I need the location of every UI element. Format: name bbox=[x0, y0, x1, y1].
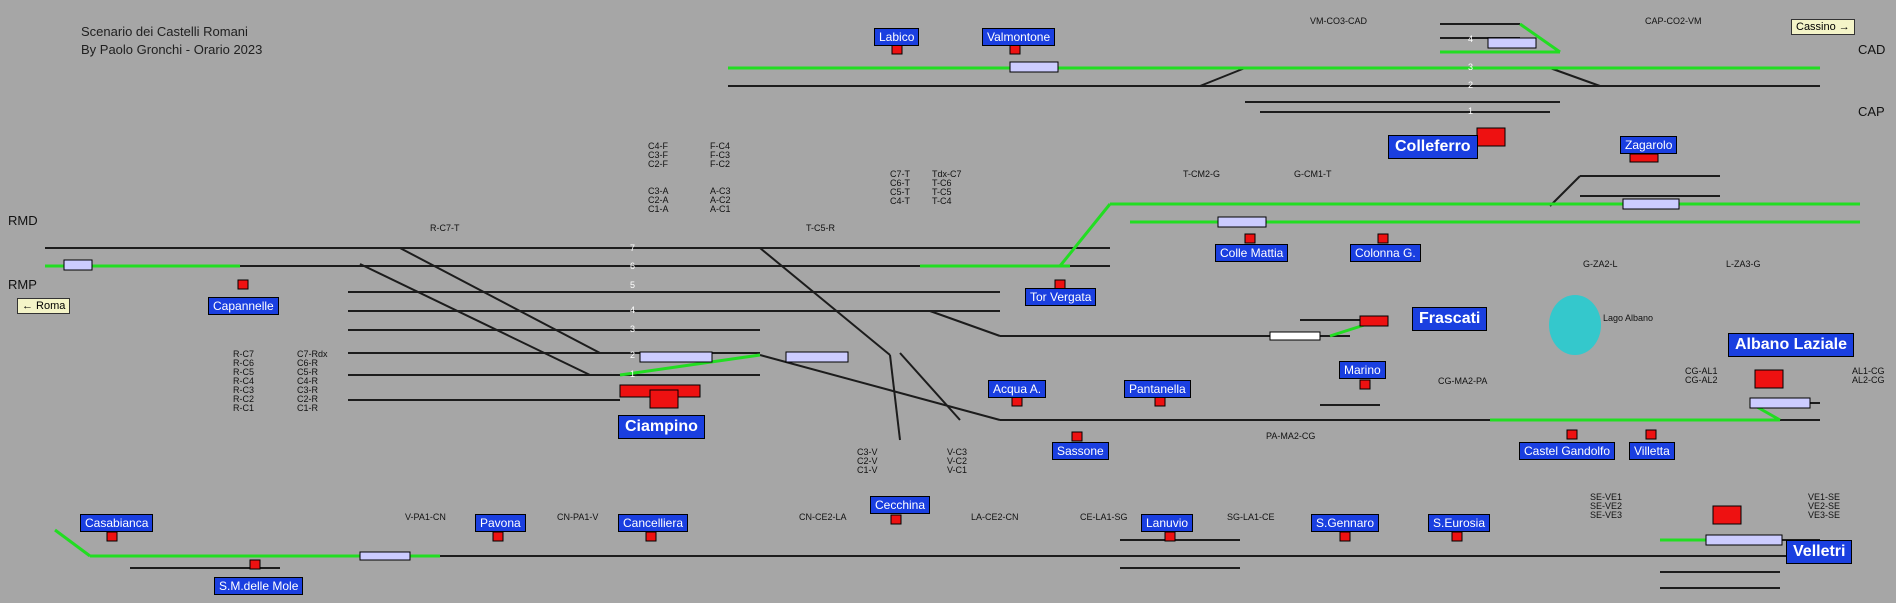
station-lanuvio[interactable]: Lanuvio bbox=[1141, 514, 1194, 532]
station-colle-mattia[interactable]: Colle Mattia bbox=[1215, 244, 1289, 262]
station-cancelliera[interactable]: Cancelliera bbox=[618, 514, 689, 532]
scenario-title-line1: Scenario dei Castelli Romani bbox=[81, 24, 248, 39]
cassino-button[interactable]: Cassino → bbox=[1791, 19, 1855, 35]
station-velletri[interactable]: Velletri bbox=[1786, 540, 1853, 564]
station-castel-gandolfo[interactable]: Castel Gandolfo bbox=[1519, 442, 1616, 460]
station-ciampino[interactable]: Ciampino bbox=[618, 415, 705, 439]
track-network bbox=[45, 23, 1820, 589]
route-cap-co2-vm[interactable]: CAP-CO2-VM bbox=[1645, 16, 1702, 26]
station-colleferro[interactable]: Colleferro bbox=[1388, 135, 1478, 159]
station-pavona[interactable]: Pavona bbox=[475, 514, 526, 532]
label-cad: CAD bbox=[1858, 42, 1886, 57]
station-labico[interactable]: Labico bbox=[874, 28, 920, 46]
track-number: 5 bbox=[630, 280, 636, 290]
station-acqua-a[interactable]: Acqua A. bbox=[988, 380, 1047, 398]
station-pantanella[interactable]: Pantanella bbox=[1124, 380, 1191, 398]
route-vm-co3-cad[interactable]: VM-CO3-CAD bbox=[1310, 16, 1368, 26]
route-l-za3-g[interactable]: L-ZA3-G bbox=[1726, 259, 1761, 269]
track-number: 7 bbox=[630, 243, 636, 253]
station-valmontone[interactable]: Valmontone bbox=[982, 28, 1056, 46]
station-villetta[interactable]: Villetta bbox=[1629, 442, 1675, 460]
station-cecchina[interactable]: Cecchina bbox=[870, 496, 931, 514]
scenario-title-line2: By Paolo Gronchi - Orario 2023 bbox=[81, 42, 263, 57]
station-casabianca[interactable]: Casabianca bbox=[80, 514, 154, 532]
route-la-ce2-cn[interactable]: LA-CE2-CN bbox=[971, 512, 1019, 522]
colleferro-track-number: 1 bbox=[1468, 106, 1474, 116]
route-g-cm1-t[interactable]: G-CM1-T bbox=[1294, 169, 1332, 179]
roma-button[interactable]: ← Roma bbox=[17, 298, 71, 314]
route-sg-la1-ce[interactable]: SG-LA1-CE bbox=[1227, 512, 1275, 522]
station-albano-laziale[interactable]: Albano Laziale bbox=[1728, 333, 1855, 357]
station-marino[interactable]: Marino bbox=[1339, 361, 1386, 379]
label-rmp: RMP bbox=[8, 277, 37, 292]
station-sm-delle-mole[interactable]: S.M.delle Mole bbox=[214, 577, 304, 595]
route-cn-pa1-v[interactable]: CN-PA1-V bbox=[557, 512, 599, 522]
route-ce-la1-sg[interactable]: CE-LA1-SG bbox=[1080, 512, 1128, 522]
colleferro-track-number: 3 bbox=[1468, 62, 1474, 72]
station-frascati[interactable]: Frascati bbox=[1412, 307, 1488, 331]
route-t-cm2-g[interactable]: T-CM2-G bbox=[1183, 169, 1220, 179]
track-number: 3 bbox=[630, 324, 636, 334]
track-number: 6 bbox=[630, 261, 636, 271]
platform-blocks bbox=[106, 44, 1784, 570]
station-colonna[interactable]: Colonna G. bbox=[1350, 244, 1421, 262]
route-g-za2-l[interactable]: G-ZA2-L bbox=[1583, 259, 1618, 269]
trains bbox=[63, 37, 1811, 561]
lake-shape bbox=[1549, 295, 1601, 355]
colleferro-track-number: 4 bbox=[1468, 34, 1474, 44]
scenario-title: Scenario dei Castelli Romani By Paolo Gr… bbox=[81, 23, 262, 59]
route-t-c5-r[interactable]: T-C5-R bbox=[806, 223, 835, 233]
station-zagarolo[interactable]: Zagarolo bbox=[1620, 136, 1678, 154]
station-sassone[interactable]: Sassone bbox=[1052, 442, 1109, 460]
station-s-eurosia[interactable]: S.Eurosia bbox=[1428, 514, 1491, 532]
track-number: 1 bbox=[630, 369, 636, 379]
route-pa-ma2-cg[interactable]: PA-MA2-CG bbox=[1266, 431, 1316, 441]
label-cap: CAP bbox=[1858, 104, 1885, 119]
active-route bbox=[45, 22, 1860, 558]
track-number: 4 bbox=[630, 305, 636, 315]
route-r-c7-t[interactable]: R-C7-T bbox=[430, 223, 460, 233]
label-rmd: RMD bbox=[8, 213, 38, 228]
route-cg-ma2-pa[interactable]: CG-MA2-PA bbox=[1438, 376, 1488, 386]
station-capannelle[interactable]: Capannelle bbox=[208, 297, 279, 315]
route-v-pa1-cn[interactable]: V-PA1-CN bbox=[405, 512, 446, 522]
station-tor-vergata[interactable]: Tor Vergata bbox=[1025, 288, 1097, 306]
station-s-gennaro[interactable]: S.Gennaro bbox=[1311, 514, 1380, 532]
route-cn-ce2-la[interactable]: CN-CE2-LA bbox=[799, 512, 847, 522]
track-number: 2 bbox=[630, 350, 636, 360]
colleferro-track-number: 2 bbox=[1468, 80, 1474, 90]
lake-label: Lago Albano bbox=[1603, 313, 1654, 323]
